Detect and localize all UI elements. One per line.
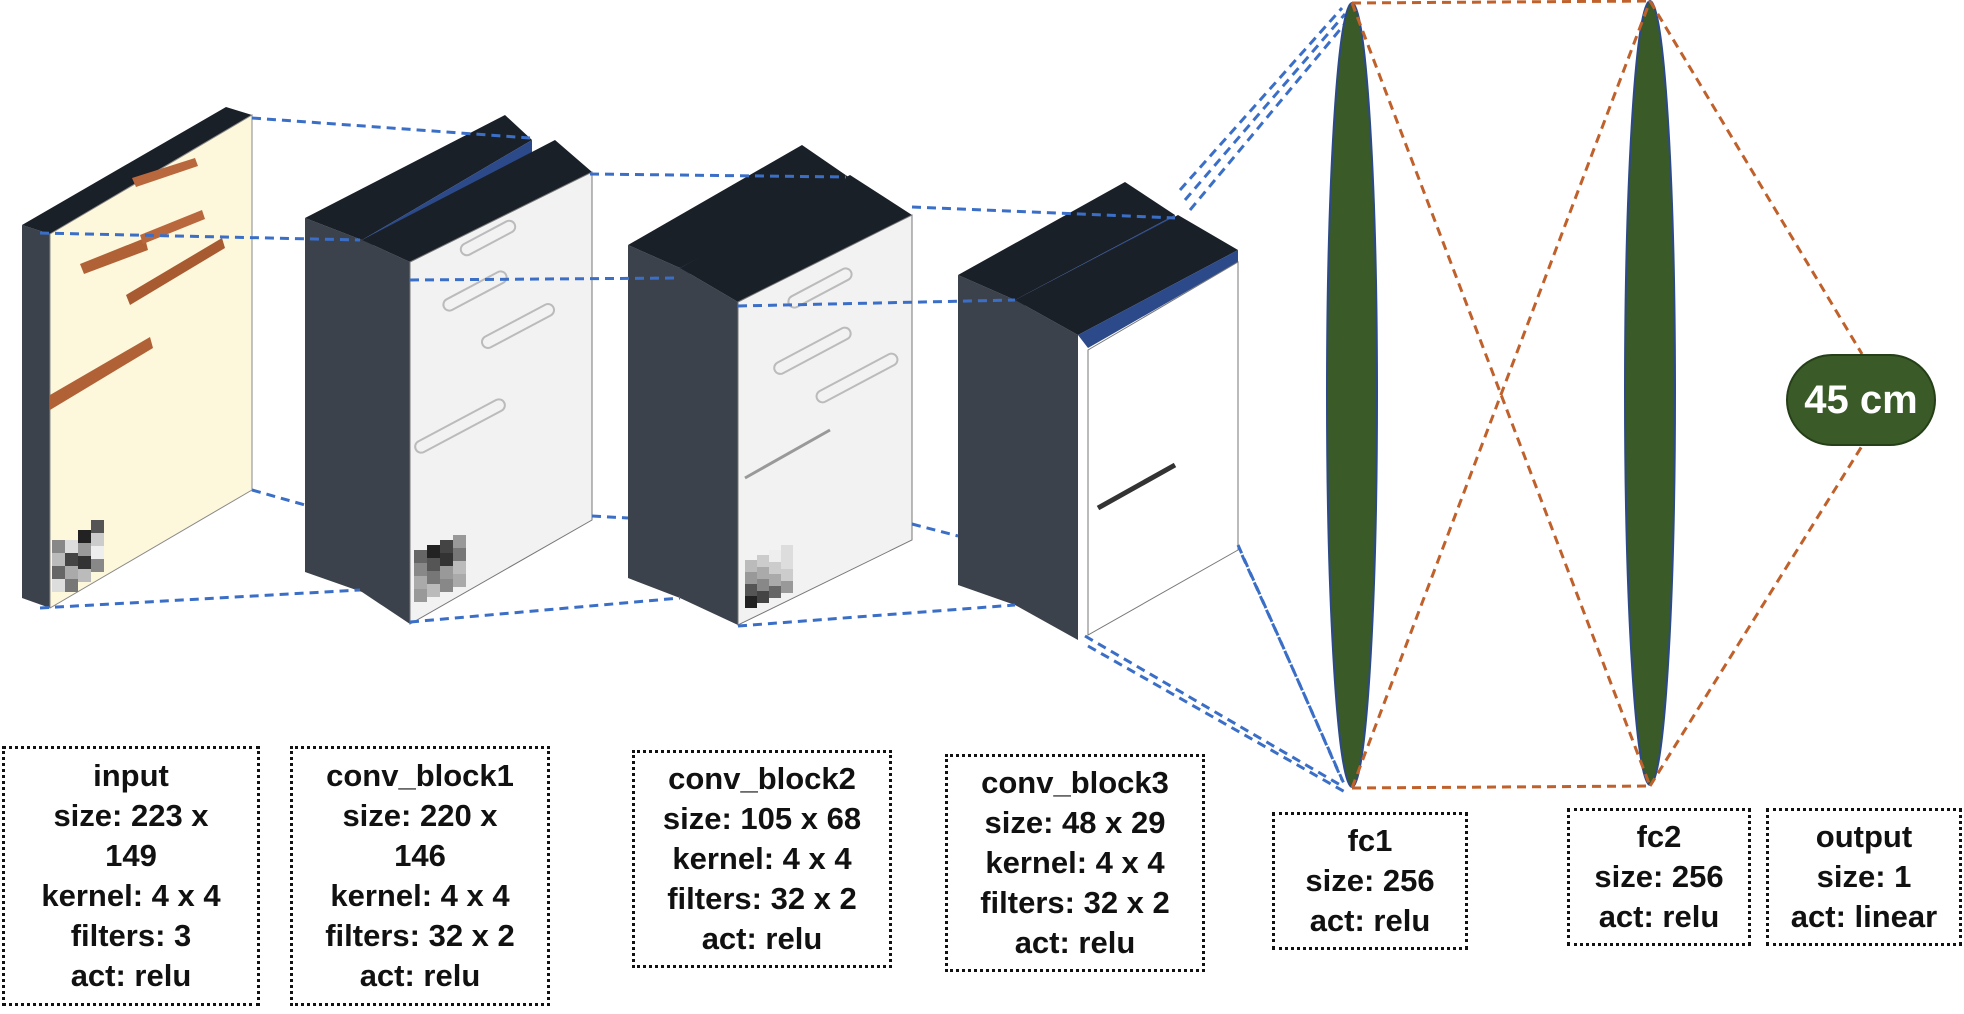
fc1-layer-ellipse <box>1326 2 1378 788</box>
conv-block1-label-box: conv_block1 size: 220 x 146 kernel: 4 x … <box>290 746 550 1006</box>
conv-block1-label-line: size: 220 x <box>342 798 498 833</box>
fc2-label-box: fc2 size: 256 act: relu <box>1567 808 1751 946</box>
input-label-title: input <box>93 758 169 793</box>
conv-block1-slabs <box>305 115 593 625</box>
output-value-pill: 45 cm <box>1786 354 1936 446</box>
output-label-box: output size: 1 act: linear <box>1766 808 1962 946</box>
fc2-label-title: fc2 <box>1636 819 1682 854</box>
conv-block1-label-line: kernel: 4 x 4 <box>330 878 510 913</box>
conv-block3-label-line: filters: 32 x 2 <box>980 885 1170 920</box>
conv-connectors <box>39 7 1350 794</box>
conv-block2-kernel-patch <box>745 545 793 608</box>
conv-block3-label-box: conv_block3 size: 48 x 29 kernel: 4 x 4 … <box>945 754 1205 972</box>
conv-block3-label-line: kernel: 4 x 4 <box>985 845 1165 880</box>
conv-block2-label-line: size: 105 x 68 <box>662 801 862 836</box>
conv-block3-label-line: size: 48 x 29 <box>984 805 1166 840</box>
fc2-label-line: size: 256 <box>1594 859 1724 894</box>
conv-block1-label-title: conv_block1 <box>326 758 514 793</box>
conv-block1-label-line: 146 <box>394 838 446 873</box>
fc1-label-line: act: relu <box>1309 903 1431 938</box>
fc2-label-line: act: relu <box>1598 899 1720 934</box>
conv-block2-label-line: kernel: 4 x 4 <box>672 841 852 876</box>
conv-block2-label-box: conv_block2 size: 105 x 68 kernel: 4 x 4… <box>632 750 892 968</box>
conv-block1-kernel-patch <box>414 535 466 602</box>
output-label-line: act: linear <box>1790 899 1938 934</box>
conv-block2-label-line: act: relu <box>701 921 823 956</box>
fc-connectors <box>1350 0 1864 790</box>
input-layer-slab <box>22 107 253 609</box>
conv-block3-label-title: conv_block3 <box>981 765 1169 800</box>
conv-block3-label-line: act: relu <box>1014 925 1136 960</box>
conv-block2-label-line: filters: 32 x 2 <box>667 881 857 916</box>
output-label-line: size: 1 <box>1816 859 1912 894</box>
conv-block2-slabs <box>628 145 913 626</box>
fc1-label-box: fc1 size: 256 act: relu <box>1272 812 1468 950</box>
conv-block3-slabs <box>958 182 1239 640</box>
input-label-line: filters: 3 <box>70 918 192 953</box>
fc1-label-title: fc1 <box>1347 823 1393 858</box>
fc1-label-line: size: 256 <box>1305 863 1435 898</box>
conv-block1-label-line: filters: 32 x 2 <box>325 918 515 953</box>
output-value-text: 45 cm <box>1804 377 1918 422</box>
input-label-line: 149 <box>105 838 157 873</box>
input-label-line: act: relu <box>70 958 192 993</box>
conv-block1-label-line: act: relu <box>359 958 481 993</box>
input-kernel-patch <box>52 520 104 592</box>
input-label-line: size: 223 x <box>53 798 209 833</box>
fc2-layer-ellipse <box>1624 0 1676 786</box>
input-label-line: kernel: 4 x 4 <box>41 878 221 913</box>
conv-block2-label-title: conv_block2 <box>668 761 856 796</box>
output-label-title: output <box>1815 819 1913 854</box>
input-label-box: input size: 223 x 149 kernel: 4 x 4 filt… <box>2 746 260 1006</box>
